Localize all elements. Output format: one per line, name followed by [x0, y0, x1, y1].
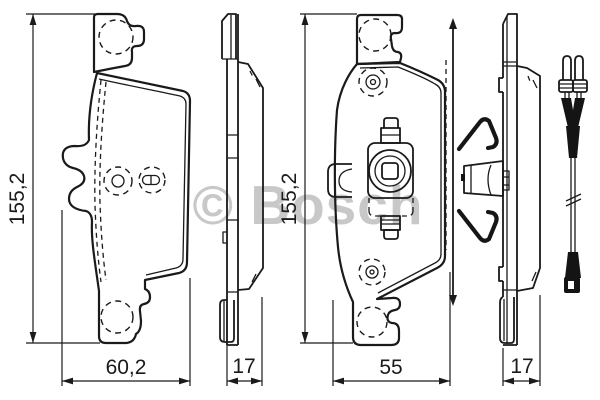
- dim-label-pad-b-width: 55: [379, 356, 403, 379]
- dim-label-pad-b-height: 155,2: [278, 172, 301, 226]
- sensor-pin-right: [574, 55, 584, 80]
- sensor-pin-left: [562, 55, 572, 80]
- pad-a-front-view: [61, 12, 192, 345]
- dimension-lines: [26, 13, 541, 386]
- cable-break-mark: [565, 193, 582, 207]
- retaining-spring-top: [456, 117, 499, 152]
- dim-label-pad-a-width: 60,2: [105, 356, 147, 379]
- pad-a-side-view: [219, 13, 264, 346]
- retaining-spring-bottom: [456, 208, 499, 243]
- wear-sensor-cable: [558, 55, 588, 293]
- dim-label-pad-b-thickness: 17: [510, 355, 534, 378]
- dim-label-pad-a-height: 155,2: [6, 172, 29, 226]
- pad-b-front-view: [327, 13, 447, 347]
- dim-label-pad-a-thickness: 17: [232, 355, 256, 378]
- pad-b-side-view: [445, 13, 541, 346]
- sensor-housing: [461, 160, 510, 197]
